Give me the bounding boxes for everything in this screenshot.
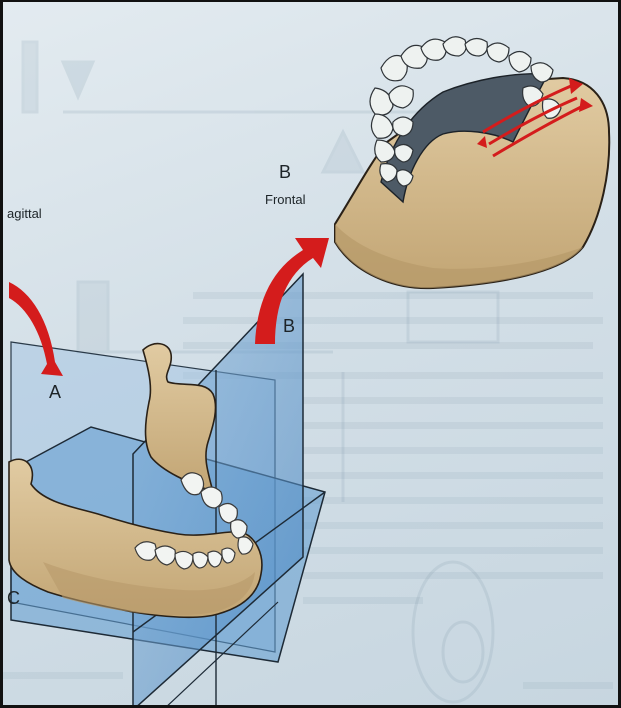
plane-c-label: C bbox=[7, 588, 20, 609]
plane-b-label: B bbox=[283, 316, 295, 337]
sagittal-label: agittal bbox=[7, 206, 42, 221]
plane-b-heading-letter: B bbox=[279, 162, 291, 183]
illustration bbox=[3, 2, 621, 708]
frontal-label: Frontal bbox=[265, 192, 305, 207]
frontal-section-jaw bbox=[335, 37, 609, 288]
plane-a-label: A bbox=[49, 382, 61, 403]
